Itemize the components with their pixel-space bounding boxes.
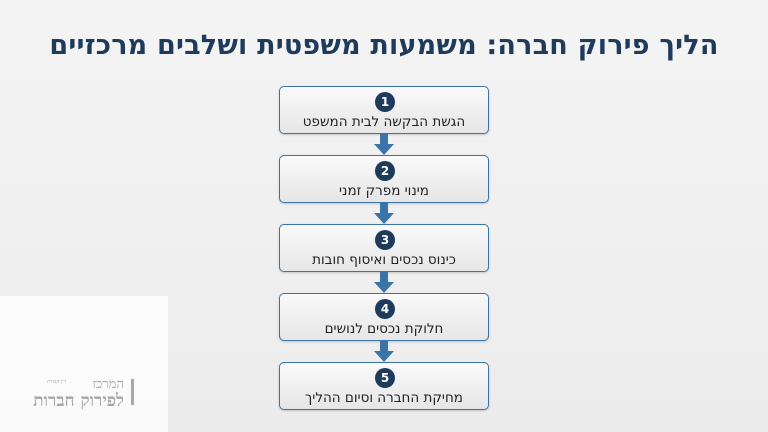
- down-arrow-icon: [279, 341, 489, 362]
- step-number-badge: 1: [375, 92, 395, 112]
- logo-bar-icon: [131, 379, 134, 405]
- step-number-badge: 2: [375, 161, 395, 181]
- step-label: מינוי מפרק זמני: [339, 183, 429, 199]
- watermark-logo: דין חברות המרכז לפירוק חברות: [14, 376, 134, 411]
- step-number-badge: 5: [375, 368, 395, 388]
- step-box-2: 2 מינוי מפרק זמני: [279, 155, 489, 203]
- step-box-1: 1 הגשת הבקשה לבית המשפט: [279, 86, 489, 134]
- down-arrow-icon: [279, 203, 489, 224]
- step-label: הגשת הבקשה לבית המשפט: [302, 114, 466, 130]
- step-box-3: 3 כינוס נכסים ואיסוף חובות: [279, 224, 489, 272]
- step-box-4: 4 חלוקת נכסים לנושים: [279, 293, 489, 341]
- down-arrow-icon: [279, 134, 489, 155]
- step-number-badge: 3: [375, 230, 395, 250]
- process-flowchart: 1 הגשת הבקשה לבית המשפט 2 מינוי מפרק זמנ…: [279, 86, 489, 410]
- watermark-line-1: המרכז: [92, 377, 124, 392]
- watermark-line-2: לפירוק חברות: [33, 391, 124, 411]
- step-number-badge: 4: [375, 299, 395, 319]
- down-arrow-icon: [279, 272, 489, 293]
- step-label: כינוס נכסים ואיסוף חובות: [312, 252, 456, 268]
- step-label: מחיקת החברה וסיום ההליך: [305, 390, 463, 406]
- page-title: הליך פירוק חברה: משמעות משפטית ושלבים מר…: [49, 30, 719, 61]
- watermark-panel: דין חברות המרכז לפירוק חברות: [0, 296, 168, 432]
- watermark-small-text: דין חברות: [47, 379, 66, 385]
- step-label: חלוקת נכסים לנושים: [324, 321, 444, 337]
- step-box-5: 5 מחיקת החברה וסיום ההליך: [279, 362, 489, 410]
